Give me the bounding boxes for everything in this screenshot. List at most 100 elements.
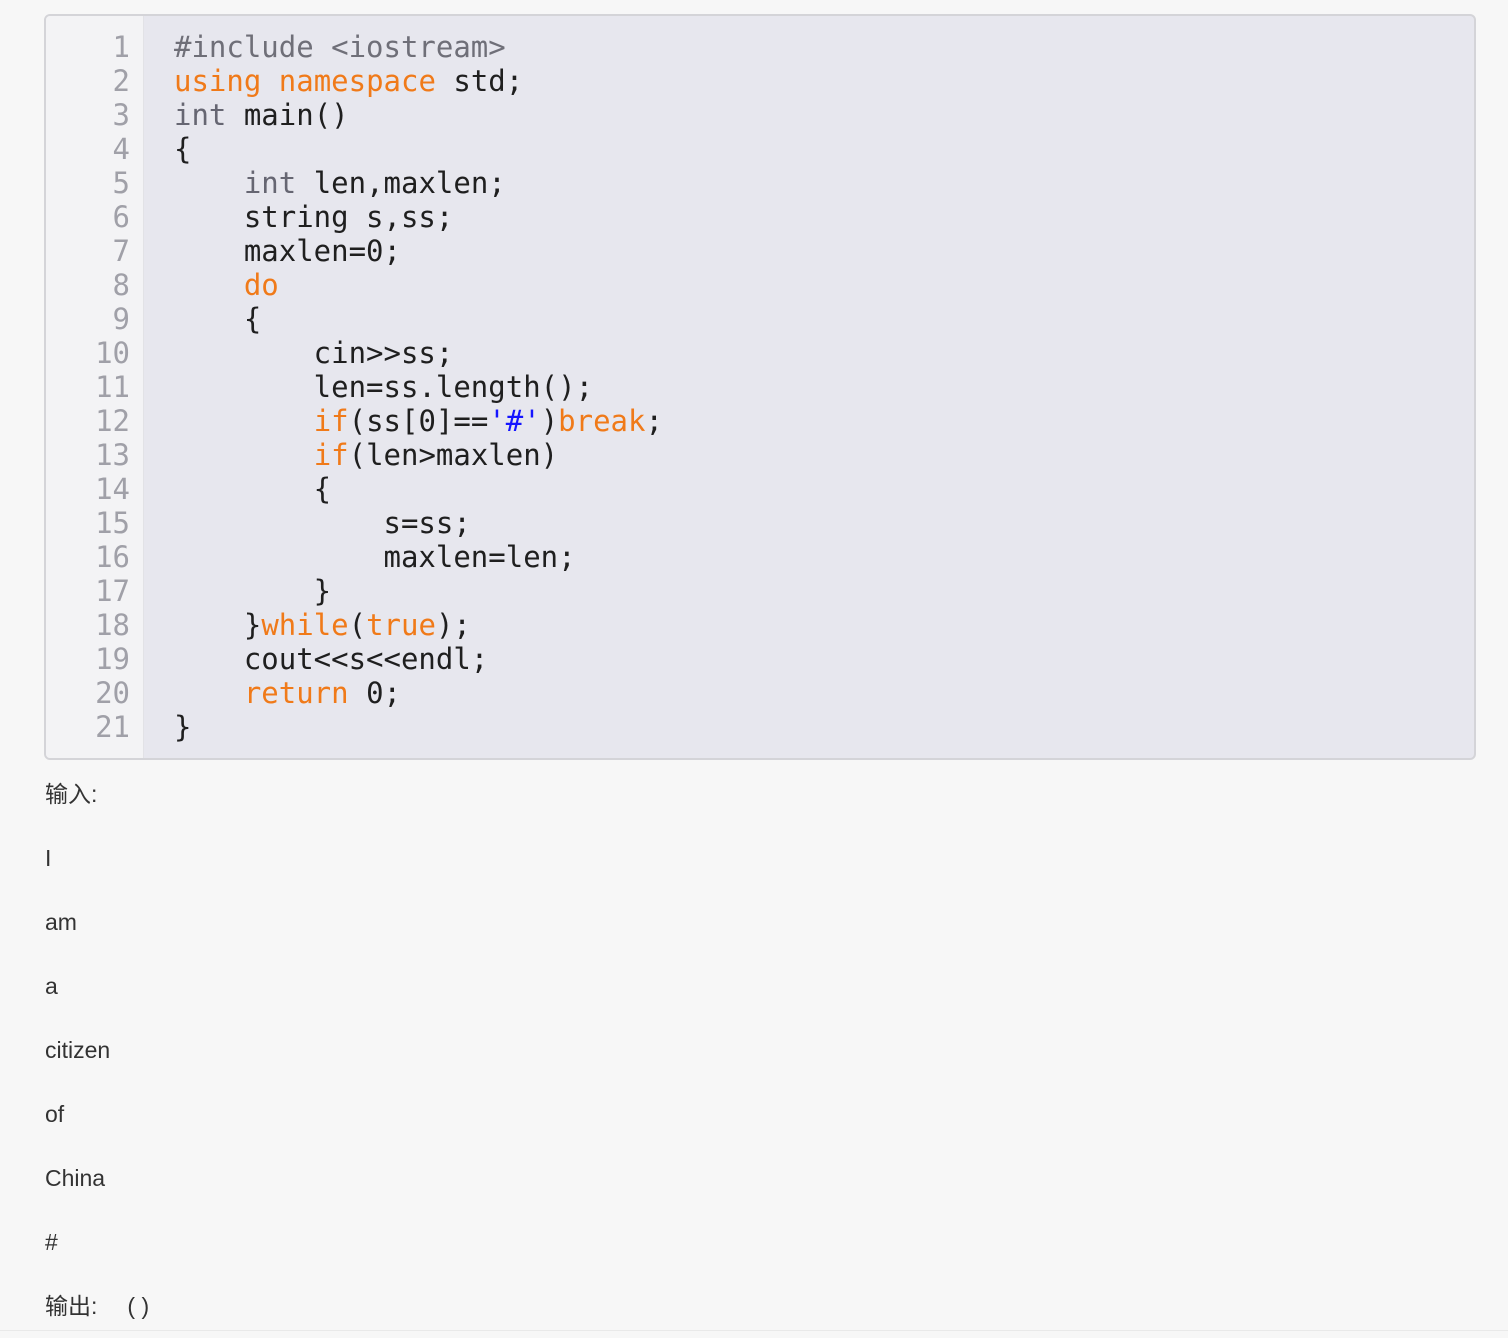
input-line: I xyxy=(45,845,52,871)
code-text: using namespace std; xyxy=(174,64,523,98)
code-text: }while(true); xyxy=(174,608,471,642)
code-text: maxlen=0; xyxy=(174,234,401,268)
code-line: 3 int main() xyxy=(46,98,1474,132)
code-line: 13 if(len>maxlen) xyxy=(46,438,1474,472)
code-token: cin>>ss; xyxy=(174,336,454,370)
code-text: s=ss; xyxy=(174,506,471,540)
code-token: } xyxy=(174,574,332,608)
code-token: cout<<s<<endl; xyxy=(174,642,489,676)
code-token: (ss[0]== xyxy=(348,404,489,438)
line-number: 12 xyxy=(95,404,130,438)
code-text: cout<<s<<endl; xyxy=(174,642,488,676)
code-text: string s,ss; xyxy=(174,200,454,234)
line-number: 1 xyxy=(112,30,130,64)
answer-blank: ( ) xyxy=(127,1293,150,1319)
code-lines: 1 #include <iostream> 2 using namespace std… xyxy=(46,30,1474,744)
code-token xyxy=(261,64,278,98)
code-token: len,maxlen; xyxy=(296,166,506,200)
code-token xyxy=(174,438,314,472)
code-line: 16 maxlen=len; xyxy=(46,540,1474,574)
code-token: maxlen=0; xyxy=(174,234,401,268)
code-token: } xyxy=(174,710,192,744)
code-line: 5 int len,maxlen; xyxy=(46,166,1474,200)
input-line: # xyxy=(45,1229,58,1255)
code-token: } xyxy=(174,608,262,642)
code-line: 20 return 0; xyxy=(46,676,1474,710)
code-token: if xyxy=(313,438,349,472)
code-line: 12 if(ss[0]=='#')break; xyxy=(46,404,1474,438)
line-number: 10 xyxy=(95,336,130,370)
line-number-gutter xyxy=(46,16,144,758)
code-token: ; xyxy=(645,404,663,438)
input-line: China xyxy=(45,1165,106,1191)
line-number: 2 xyxy=(112,64,130,98)
code-line: 8 do xyxy=(46,268,1474,302)
code-text: { xyxy=(174,132,191,166)
input-line: am xyxy=(45,909,77,935)
output-row: 输出: ( ) xyxy=(45,1284,1445,1338)
input-line: citizen xyxy=(45,1037,111,1063)
code-token xyxy=(174,268,244,302)
code-token: ) xyxy=(540,404,559,438)
line-number: 8 xyxy=(112,268,130,302)
code-token: int xyxy=(243,166,297,200)
code-line: 21} xyxy=(46,710,1474,744)
code-token: do xyxy=(243,268,279,302)
line-number: 15 xyxy=(95,506,130,540)
line-number: 13 xyxy=(95,438,130,472)
line-number: 6 xyxy=(112,200,130,234)
line-number: 3 xyxy=(112,98,130,132)
code-text: len=ss.length(); xyxy=(174,370,593,404)
code-line: 6 string s,ss; xyxy=(46,200,1474,234)
line-number: 4 xyxy=(112,132,130,166)
code-block: 1 #include <iostream> 2 using namespace std… xyxy=(44,14,1476,760)
input-line: of xyxy=(45,1101,65,1127)
code-token: 0; xyxy=(348,676,401,710)
code-token: if xyxy=(313,404,349,438)
code-line: 4{ xyxy=(46,132,1474,166)
code-token: ( xyxy=(348,608,367,642)
bottom-divider xyxy=(0,1330,1508,1331)
code-line: 19 cout<<s<<endl; xyxy=(46,642,1474,676)
line-number: 21 xyxy=(95,710,130,744)
output-label: 输出: xyxy=(45,1293,98,1319)
code-token: namespace xyxy=(278,64,436,98)
line-number: 16 xyxy=(95,540,130,574)
code-token: break xyxy=(558,404,646,438)
code-line: 17 } xyxy=(46,574,1474,608)
code-line: 9 { xyxy=(46,302,1474,336)
code-token xyxy=(174,166,244,200)
code-token: { xyxy=(174,302,262,336)
code-text: } xyxy=(174,574,331,608)
code-token: maxlen=len; xyxy=(174,540,576,574)
code-token: using xyxy=(174,64,262,98)
line-number: 11 xyxy=(95,370,130,404)
line-number: 9 xyxy=(112,302,130,336)
code-line: 14 { xyxy=(46,472,1474,506)
code-token xyxy=(174,676,244,710)
question-content: 输入: I am a citizen of China # 输出:( ) xyxy=(45,772,1445,1338)
code-text: { xyxy=(174,472,331,506)
line-number: 14 xyxy=(95,472,130,506)
code-token: string s,ss; xyxy=(174,200,454,234)
code-text: #include <iostream> xyxy=(174,30,506,64)
line-number: 18 xyxy=(95,608,130,642)
code-text: maxlen=len; xyxy=(174,540,576,574)
code-token: true xyxy=(366,608,436,642)
code-token: int xyxy=(174,98,227,132)
code-token: len=ss.length(); xyxy=(174,370,594,404)
code-line: 18 }while(true); xyxy=(46,608,1474,642)
code-line: 11 len=ss.length(); xyxy=(46,370,1474,404)
code-text: int main() xyxy=(174,98,349,132)
input-label: 输入: xyxy=(45,781,98,807)
code-token: { xyxy=(174,132,192,166)
code-token: while xyxy=(261,608,349,642)
code-token: ); xyxy=(435,608,471,642)
code-token: '#' xyxy=(488,404,541,438)
code-token: std; xyxy=(435,64,524,98)
code-line: 2 using namespace std; xyxy=(46,64,1474,98)
code-text: return 0; xyxy=(174,676,401,710)
code-token: (len>maxlen) xyxy=(348,438,559,472)
line-number: 7 xyxy=(112,234,130,268)
line-number: 19 xyxy=(95,642,130,676)
